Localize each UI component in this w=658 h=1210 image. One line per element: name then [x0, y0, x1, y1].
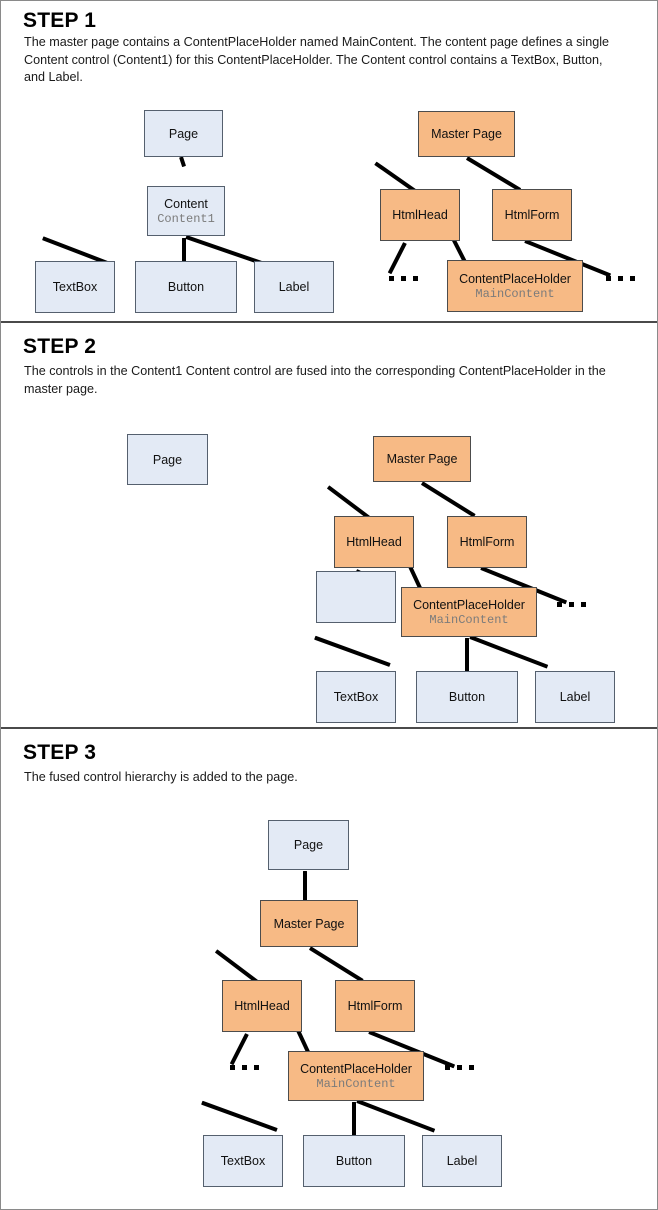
edge-master-to-htmlform	[465, 156, 522, 192]
step-3-panel: STEP 3 The fused control hierarchy is ad…	[1, 729, 657, 1209]
step-1-title: STEP 1	[23, 9, 97, 32]
edge-placeholder-to-textbox	[314, 635, 391, 667]
node-contentplaceholder-sublabel: MainContent	[316, 1076, 396, 1091]
step-1-panel: STEP 1 The master page contains a Conten…	[1, 1, 657, 323]
node-htmlform-label: HtmlForm	[347, 999, 403, 1013]
node-htmlform-label: HtmlForm	[459, 535, 515, 549]
node-contentplaceholder-sublabel: MainContent	[475, 286, 555, 301]
node-master-page[interactable]: Master Page	[260, 900, 358, 947]
node-textbox-label: TextBox	[52, 280, 98, 294]
edge-placeholder-to-button	[465, 638, 469, 673]
node-label-label: Label	[278, 280, 310, 294]
node-label[interactable]: Label	[535, 671, 615, 723]
node-label-label: Label	[446, 1154, 478, 1168]
node-htmlform[interactable]: HtmlForm	[447, 516, 527, 568]
edge-placeholder-to-textbox	[201, 1100, 278, 1132]
node-textbox[interactable]: TextBox	[316, 671, 396, 723]
edge-master-to-htmlform	[420, 481, 476, 518]
node-master-page-label: Master Page	[386, 452, 458, 466]
node-button[interactable]: Button	[416, 671, 518, 723]
node-contentplaceholder-label: ContentPlaceHolder	[300, 1061, 412, 1076]
step-3-description: The fused control hierarchy is added to …	[24, 770, 298, 784]
step-2-panel: STEP 2 The controls in the Content1 Cont…	[1, 323, 657, 729]
node-page-label: Page	[152, 452, 183, 467]
node-page-label: Page	[293, 838, 324, 852]
edge-content-to-button	[182, 238, 186, 263]
step-2-description: The controls in the Content1 Content con…	[24, 364, 606, 396]
node-textbox[interactable]: TextBox	[203, 1135, 283, 1187]
node-button-label: Button	[167, 280, 205, 294]
edge-placeholder-to-button	[352, 1102, 356, 1136]
node-textbox-label: TextBox	[220, 1154, 266, 1168]
step-3-title: STEP 3	[23, 741, 97, 764]
node-textbox-spacer	[316, 571, 396, 623]
node-htmlform[interactable]: HtmlForm	[492, 189, 572, 241]
node-page-label: Page	[168, 126, 199, 141]
node-textbox-label: TextBox	[333, 690, 379, 704]
node-button[interactable]: Button	[303, 1135, 405, 1187]
node-htmlform-label: HtmlForm	[504, 208, 560, 222]
ellipsis-right	[445, 1065, 474, 1070]
node-master-page[interactable]: Master Page	[373, 436, 471, 482]
edge-placeholder-to-label	[356, 1099, 436, 1133]
node-htmlhead[interactable]: HtmlHead	[334, 516, 414, 568]
edge-page-to-content	[179, 156, 186, 168]
node-button-label: Button	[448, 690, 486, 704]
node-master-page[interactable]: Master Page	[418, 111, 515, 157]
edge-placeholder-to-label	[469, 635, 549, 669]
node-contentplaceholder-label: ContentPlaceHolder	[413, 597, 525, 612]
node-contentplaceholder[interactable]: ContentPlaceHolder MainContent	[401, 587, 537, 637]
node-master-page-label: Master Page	[273, 916, 345, 931]
edge-htmlhead-to-ellipsis	[229, 1033, 249, 1066]
node-htmlhead[interactable]: HtmlHead	[222, 980, 302, 1032]
node-button[interactable]: Button	[135, 261, 237, 313]
node-label[interactable]: Label	[422, 1135, 502, 1187]
edge-master-to-htmlform	[308, 946, 364, 983]
node-textbox[interactable]: TextBox	[35, 261, 115, 313]
edge-page-to-master	[303, 871, 307, 903]
node-contentplaceholder-label: ContentPlaceHolder	[459, 271, 571, 286]
node-contentplaceholder[interactable]: ContentPlaceHolder MainContent	[288, 1051, 424, 1101]
edge-htmlhead-to-ellipsis	[387, 242, 407, 275]
ellipsis-right	[557, 602, 586, 607]
ellipsis-left	[230, 1065, 259, 1070]
node-content-sublabel: Content1	[157, 211, 215, 226]
node-button-label: Button	[335, 1154, 373, 1168]
ellipsis-left	[389, 276, 418, 281]
node-label[interactable]: Label	[254, 261, 334, 313]
node-contentplaceholder-sublabel: MainContent	[429, 612, 509, 627]
node-contentplaceholder[interactable]: ContentPlaceHolder MainContent	[447, 260, 583, 312]
node-htmlform[interactable]: HtmlForm	[335, 980, 415, 1032]
node-htmlhead-label: HtmlHead	[234, 999, 290, 1013]
node-content[interactable]: Content Content1	[147, 186, 225, 236]
ellipsis-right	[606, 276, 635, 281]
step-1-description: The master page contains a ContentPlaceH…	[24, 35, 610, 84]
node-page[interactable]: Page	[127, 434, 208, 485]
node-label-label: Label	[559, 690, 591, 704]
node-page[interactable]: Page	[144, 110, 223, 157]
node-htmlhead-label: HtmlHead	[392, 208, 448, 222]
node-page[interactable]: Page	[268, 820, 349, 870]
node-content-label: Content	[164, 196, 208, 211]
node-htmlhead[interactable]: HtmlHead	[380, 189, 460, 241]
step-2-title: STEP 2	[23, 335, 97, 358]
node-master-page-label: Master Page	[431, 127, 502, 141]
node-htmlhead-label: HtmlHead	[346, 535, 402, 549]
